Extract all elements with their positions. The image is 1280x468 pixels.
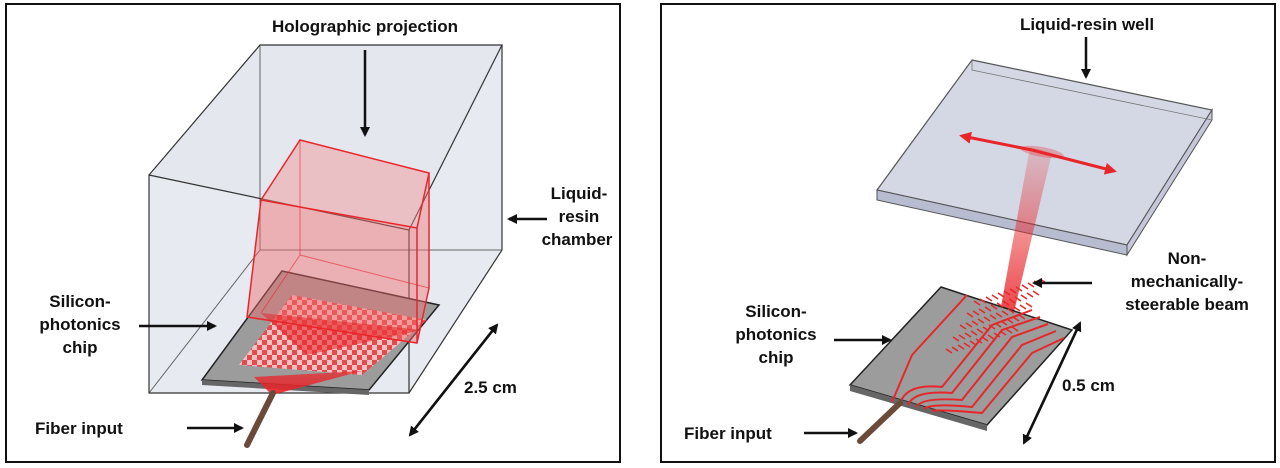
chamber-label-line3: chamber: [542, 230, 613, 249]
holographic-projection-label: Holographic projection: [272, 17, 458, 36]
fiber-input-cable: [244, 390, 276, 448]
fiber-input-cable: [857, 400, 903, 444]
beam-label-line2: mechanically-: [1131, 272, 1243, 291]
chamber-label-line2: resin: [559, 207, 600, 226]
chip-label-line2: photonics: [39, 315, 120, 334]
chip-label-line2: photonics: [735, 325, 816, 344]
silicon-photonics-chip: [848, 286, 1074, 431]
size-dimension-arrow: [408, 323, 499, 437]
chip-label-line1: Silicon-: [49, 292, 110, 311]
beam-steering-arrow: [959, 131, 1117, 175]
size-dimension-arrow: [1022, 321, 1082, 445]
fiber-input-label: Fiber input: [35, 419, 123, 438]
chamber-label-line1: Liquid-: [551, 184, 608, 203]
light-fan: [254, 371, 362, 395]
holographic-projection-cube: [246, 139, 430, 355]
size-label: 2.5 cm: [464, 378, 517, 397]
left-diagram-panel: Holographic projection Liquid- resin cha…: [5, 3, 621, 463]
right-diagram-svg: Liquid-resin well Non- mechanically- ste…: [684, 15, 1249, 445]
left-diagram-svg: Holographic projection Liquid- resin cha…: [35, 17, 613, 448]
beam-label-line3: steerable beam: [1125, 295, 1249, 314]
waveguide-array: [891, 294, 1065, 415]
grating-emitters: [945, 278, 1047, 354]
fiber-input-label: Fiber input: [684, 424, 772, 443]
chip-label-line1: Silicon-: [745, 302, 806, 321]
beam-label-line1: Non-: [1168, 249, 1207, 268]
resin-well-label: Liquid-resin well: [1020, 15, 1154, 34]
chip-label-line3: chip: [759, 348, 794, 367]
chip-label-line3: chip: [63, 338, 98, 357]
liquid-resin-well: [875, 59, 1213, 257]
right-diagram-panel: Liquid-resin well Non- mechanically- ste…: [660, 3, 1276, 463]
size-label: 0.5 cm: [1062, 376, 1115, 395]
steerable-beam: [1000, 147, 1052, 312]
